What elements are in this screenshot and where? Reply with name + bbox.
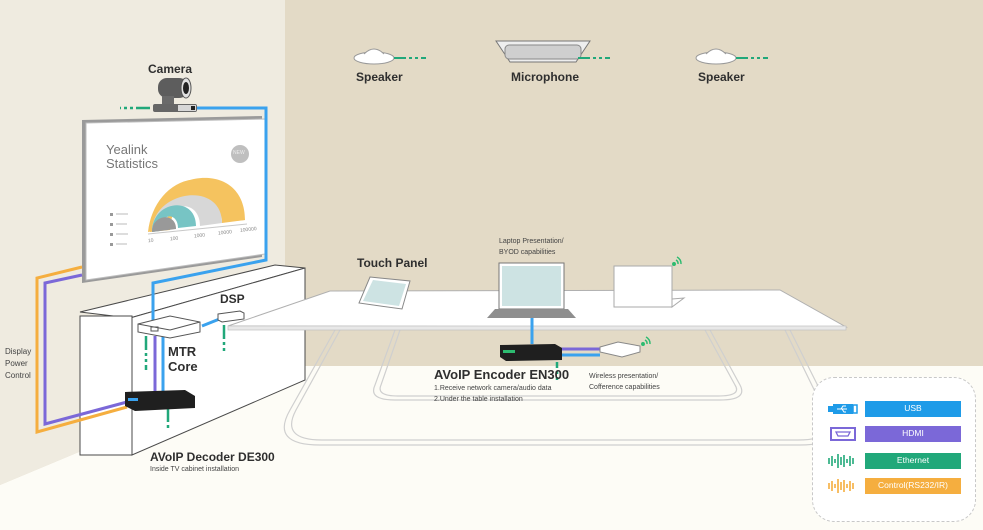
chart-arc-dark	[152, 217, 176, 232]
encoder-title: AVoIP Encoder EN300	[434, 367, 570, 382]
laptop-byod	[487, 262, 576, 344]
decoder-device	[125, 390, 195, 411]
microphone-label: Microphone	[511, 70, 579, 84]
legend-label-control: Control(RS232/IR)	[865, 478, 961, 494]
chart-arc-gray	[152, 195, 222, 232]
legend-row-ethernet: Ethernet	[827, 453, 961, 469]
wireless-caption-line1: Wireless presentation/	[589, 373, 659, 380]
screen-axis-tick: 1000	[193, 232, 206, 240]
encoder-notes: 1.Receive network camera/audio data 2.Un…	[434, 383, 552, 405]
display-power-control-line3: Control	[5, 371, 31, 380]
legend-row-usb: USB	[827, 401, 961, 417]
decoder-title: AVoIP Decoder DE300	[150, 450, 275, 464]
encoder-note-2: 2.Under the table installation	[434, 396, 523, 403]
mtr-core-label-line1: MTR	[168, 344, 197, 359]
display-power-control-line2: Power	[5, 359, 28, 368]
new-badge	[231, 145, 249, 163]
chart-arc-yellow	[150, 177, 245, 232]
usb-icon	[828, 404, 858, 414]
laptop-caption-line1: Laptop Presentation/	[499, 238, 564, 245]
wifi-icon	[672, 256, 682, 266]
touch-panel-device	[358, 276, 411, 310]
speaker-right-device	[695, 48, 768, 65]
display-power-control-line1: Display	[5, 347, 32, 356]
mtr-core-device	[137, 315, 201, 339]
control-wave-icon	[828, 479, 854, 493]
laptop-wireless	[613, 256, 686, 308]
legend-label-ethernet: Ethernet	[865, 453, 961, 469]
dsp-device	[217, 310, 245, 323]
legend-label-hdmi: HDMI	[865, 426, 961, 442]
display-tv	[82, 116, 266, 283]
speaker-right-label: Speaker	[698, 70, 745, 84]
screen-title: Yealink Statistics	[106, 143, 158, 171]
encoder-device	[500, 344, 600, 380]
hdmi-icon	[830, 427, 856, 441]
legend-label-usb: USB	[865, 401, 961, 417]
cable-legend: USB HDMI Ethernet Control(RS232/IR)	[812, 377, 976, 522]
dsp-label: DSP	[220, 292, 245, 306]
control-cable	[35, 265, 128, 434]
legend-row-control: Control(RS232/IR)	[827, 478, 961, 494]
wireless-presentation-box	[599, 336, 651, 358]
screen-title-line2: Statistics	[106, 156, 159, 171]
mtr-core-label: MTR Core	[168, 344, 198, 374]
speaker-left-device	[353, 48, 426, 65]
wifi-icon	[641, 336, 651, 346]
legend-row-hdmi: HDMI	[827, 426, 961, 442]
laptop-caption: Laptop Presentation/ BYOD capabilities	[499, 236, 564, 258]
touch-panel-label: Touch Panel	[357, 256, 428, 270]
usb-cable-camera	[151, 106, 268, 322]
speaker-left-label: Speaker	[356, 70, 403, 84]
ethernet-wave-icon	[828, 454, 854, 468]
hdmi-cable-display	[43, 273, 128, 426]
screen-axis-tick: 100	[169, 235, 179, 243]
screen-title-line1: Yealink	[106, 142, 148, 157]
chart-arc-teal	[152, 205, 196, 232]
wireless-caption: Wireless presentation/ Cofference capabi…	[589, 371, 660, 393]
screen-axis-tick: 10	[147, 237, 154, 245]
laptop-caption-line2: BYOD capabilities	[499, 249, 556, 256]
display-power-control-label: Display Power Control	[5, 346, 31, 382]
mtr-core-label-line2: Core	[168, 359, 198, 374]
microphone-device	[495, 40, 610, 63]
encoder-note-1: 1.Receive network camera/audio data	[434, 385, 552, 392]
floor	[0, 366, 983, 530]
camera-label: Camera	[148, 62, 193, 76]
decoder-note: Inside TV cabinet installation	[150, 466, 239, 473]
camera-device	[153, 77, 197, 112]
new-badge-label: NEW	[233, 150, 245, 156]
wireless-caption-line2: Cofference capabilities	[589, 384, 660, 391]
cables	[35, 106, 268, 434]
